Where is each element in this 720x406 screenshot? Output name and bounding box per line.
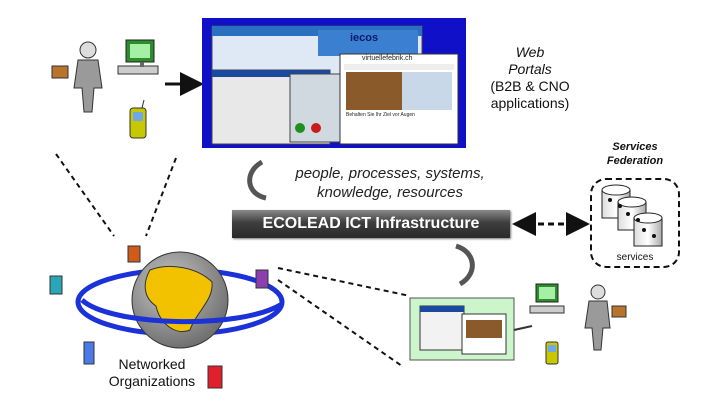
remote-portal-panel [409, 297, 533, 361]
flow-text-line1: people, processes, systems, [295, 165, 485, 182]
flow-description: people, processes, systems, knowledge, r… [270, 164, 510, 202]
building-teal-icon [49, 275, 63, 295]
web-portals-line1: Web [515, 44, 545, 60]
mobile-phone-icon [545, 341, 559, 365]
services-federation-box [590, 178, 680, 268]
desktop-computer-icon [117, 39, 159, 75]
services-federation-title: Services Federation [590, 140, 680, 168]
infrastructure-bar: ECOLEAD ICT Infrastructure [232, 210, 510, 238]
web-portals-label: Web Portals (B2B & CNO applications) [470, 44, 590, 112]
services-federation-line1: Services [612, 141, 658, 153]
globe-icon [75, 251, 285, 349]
services-label: services [616, 252, 654, 263]
business-person-icon [584, 284, 627, 351]
flow-text-line2: knowledge, resources [317, 184, 463, 201]
building-red-icon [207, 365, 223, 389]
networked-organizations-line2: Organizations [108, 373, 196, 389]
curved-arrow-in-icon [247, 159, 267, 201]
portal-tab-label: iecos [350, 32, 379, 44]
web-portals-line2: Portals [508, 61, 552, 77]
building-purple-icon [255, 269, 269, 289]
networked-organizations-line1: Networked [118, 356, 186, 372]
desktop-computer-icon [529, 283, 565, 314]
networked-organizations-label: Networked Organizations [100, 356, 204, 390]
business-person-icon [51, 41, 103, 113]
network-links [55, 153, 411, 367]
building-orange-icon [127, 245, 141, 263]
mobile-phone-icon [129, 99, 147, 139]
portal-site-title: virtuellefebrik.ch [362, 55, 413, 62]
database-icon [601, 184, 663, 247]
web-portal-screens [202, 18, 466, 148]
curved-arrow-out-icon [455, 243, 475, 287]
portal-caption: Behalten Sie Ihr Ziel vor Augen [346, 112, 415, 118]
tower-blue-icon [83, 341, 95, 365]
organization-icons [49, 245, 269, 389]
web-portals-line4: applications) [490, 95, 570, 111]
web-portals-line3: (B2B & CNO [490, 78, 570, 94]
services-federation-line2: Federation [606, 155, 664, 167]
